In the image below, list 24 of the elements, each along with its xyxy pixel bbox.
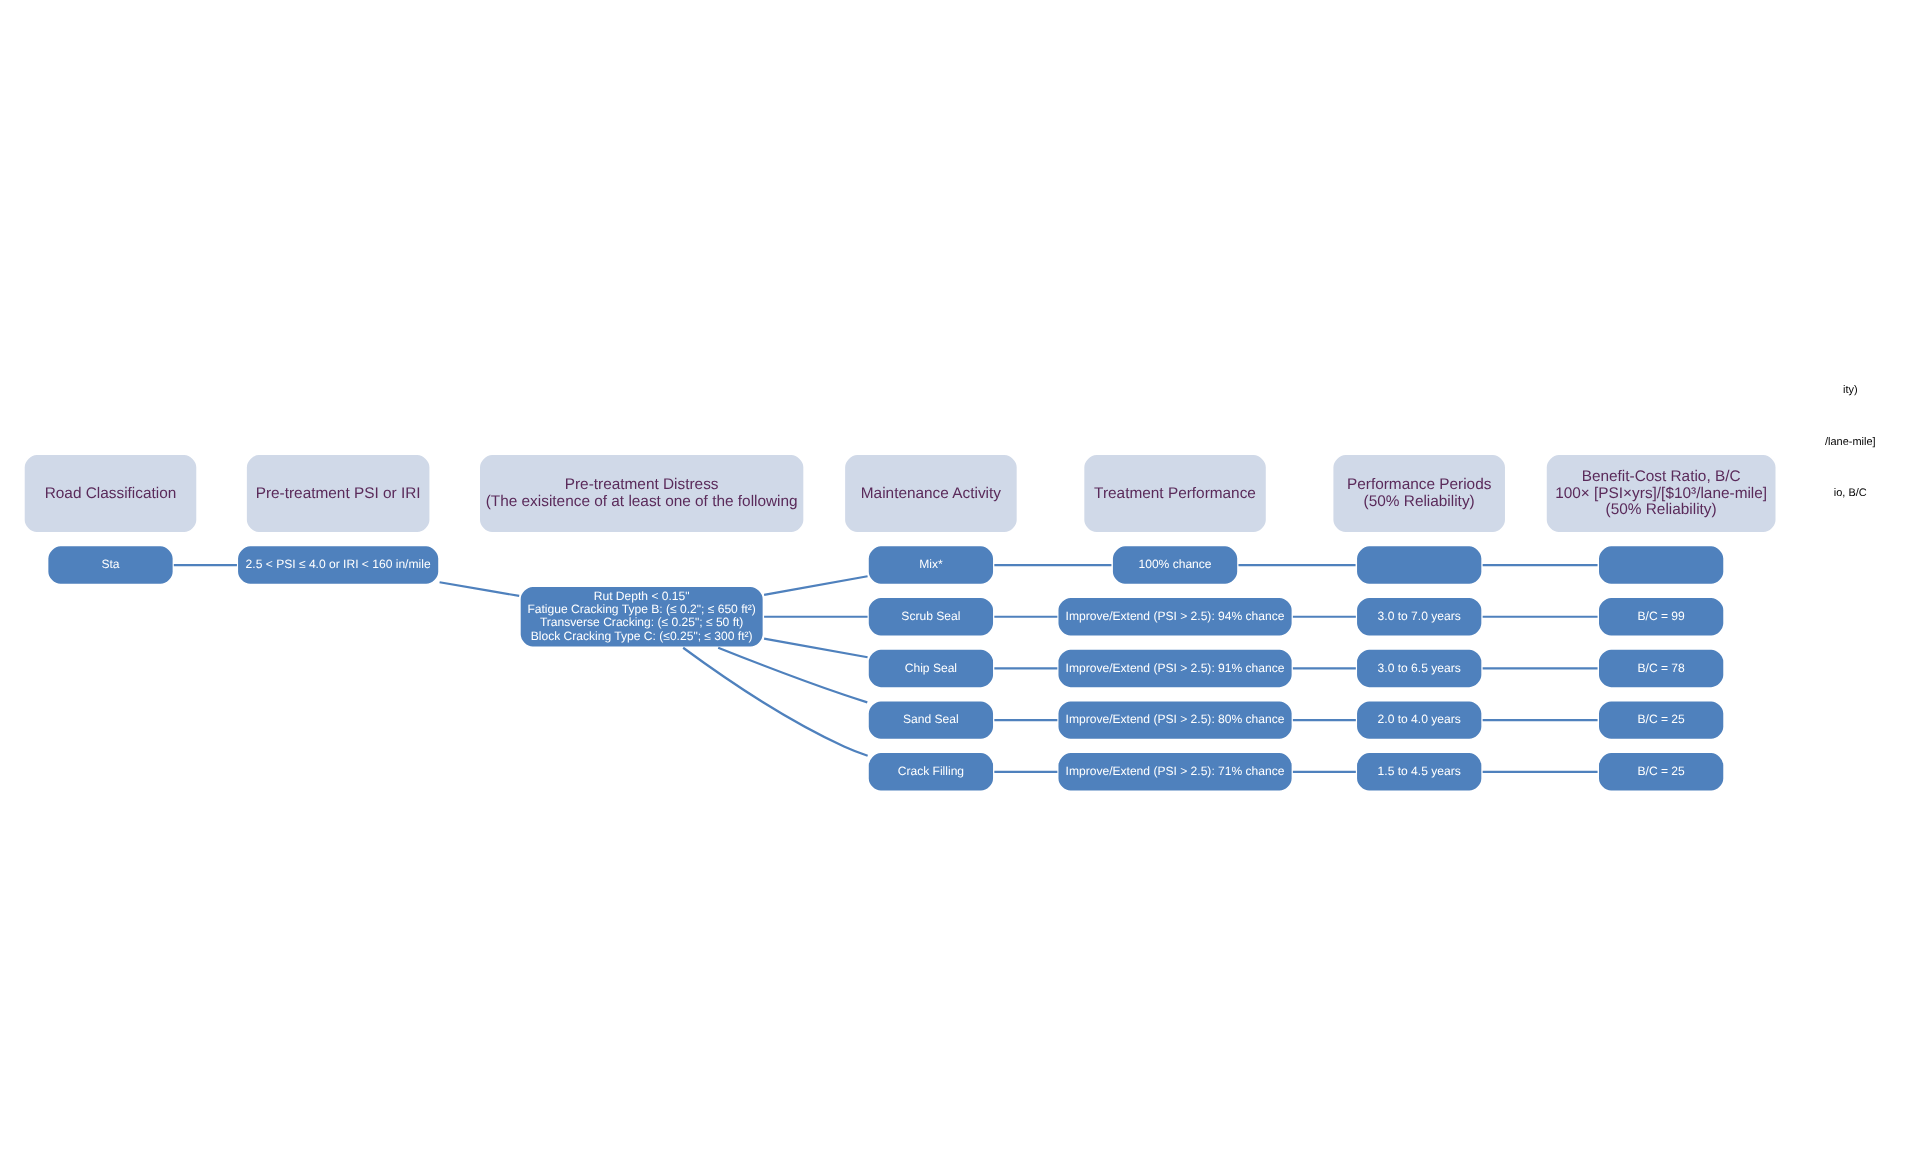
connector: [994, 666, 1058, 669]
connector: [1482, 614, 1598, 617]
connector: [682, 645, 868, 756]
connector: [994, 718, 1058, 721]
connector: [1238, 562, 1356, 566]
connector: [1482, 718, 1598, 721]
node-box: [1354, 543, 1484, 585]
connector: [994, 562, 1112, 566]
connector: [1292, 666, 1356, 669]
connector: [1482, 562, 1598, 566]
connector: [763, 574, 868, 595]
connector: [994, 769, 1058, 772]
connector: [994, 614, 1058, 617]
connector: [717, 645, 868, 703]
connector: [1292, 718, 1356, 721]
connector: [1292, 614, 1356, 617]
connector: [764, 614, 868, 617]
connector: [763, 636, 868, 658]
connector: [173, 562, 237, 566]
connector: [1292, 769, 1356, 772]
node-box: [1596, 543, 1726, 585]
connector: [1482, 769, 1598, 772]
connector: [1482, 666, 1598, 669]
connector: [439, 580, 520, 596]
